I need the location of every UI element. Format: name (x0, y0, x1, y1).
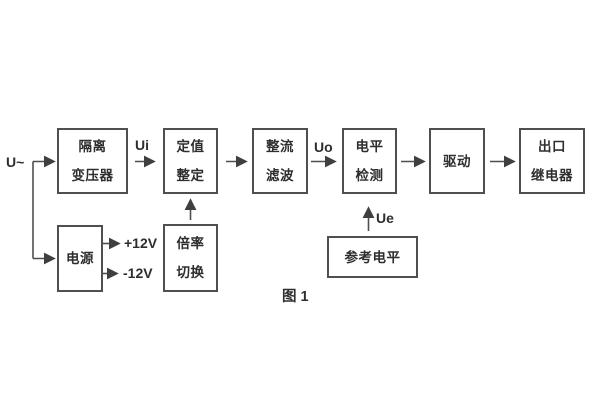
block-label: 电源 (66, 251, 94, 266)
label-plus-12v: +12V (124, 235, 158, 251)
block-label: 检测 (355, 168, 384, 183)
block-level-detection: 电平 检测 (342, 128, 397, 194)
block-label: 滤波 (266, 168, 294, 183)
block-label: 驱动 (443, 153, 471, 169)
block-label: 整流 (266, 139, 294, 154)
block-label: 变压器 (71, 168, 114, 183)
block-rectifier-filter: 整流 滤波 (252, 128, 308, 194)
block-reference-level: 参考电平 (327, 236, 418, 278)
block-label: 倍率 (176, 236, 205, 251)
block-label: 参考电平 (344, 249, 401, 265)
block-driver: 驱动 (429, 128, 485, 194)
block-label: 定值 (176, 139, 205, 154)
label-uo: Uo (314, 139, 333, 155)
block-label: 切换 (176, 265, 205, 280)
block-output-relay: 出口 继电器 (519, 128, 585, 194)
label-minus-12v: -12V (123, 265, 153, 281)
block-isolation-transformer: 隔离 变压器 (57, 128, 128, 194)
block-label: 出口 (538, 139, 566, 154)
label-ui: Ui (135, 137, 149, 153)
block-setting-adjustment: 定值 整定 (163, 128, 218, 194)
label-ue: Ue (376, 210, 394, 226)
block-label: 隔离 (78, 139, 107, 154)
block-ratio-switch: 倍率 切换 (163, 224, 218, 292)
label-input-voltage: U~ (6, 154, 25, 170)
block-label: 电平 (355, 139, 384, 154)
block-power-supply: 电源 (57, 225, 103, 292)
block-label: 整定 (176, 168, 205, 183)
figure-caption: 图 1 (282, 289, 309, 305)
block-label: 继电器 (531, 168, 573, 183)
